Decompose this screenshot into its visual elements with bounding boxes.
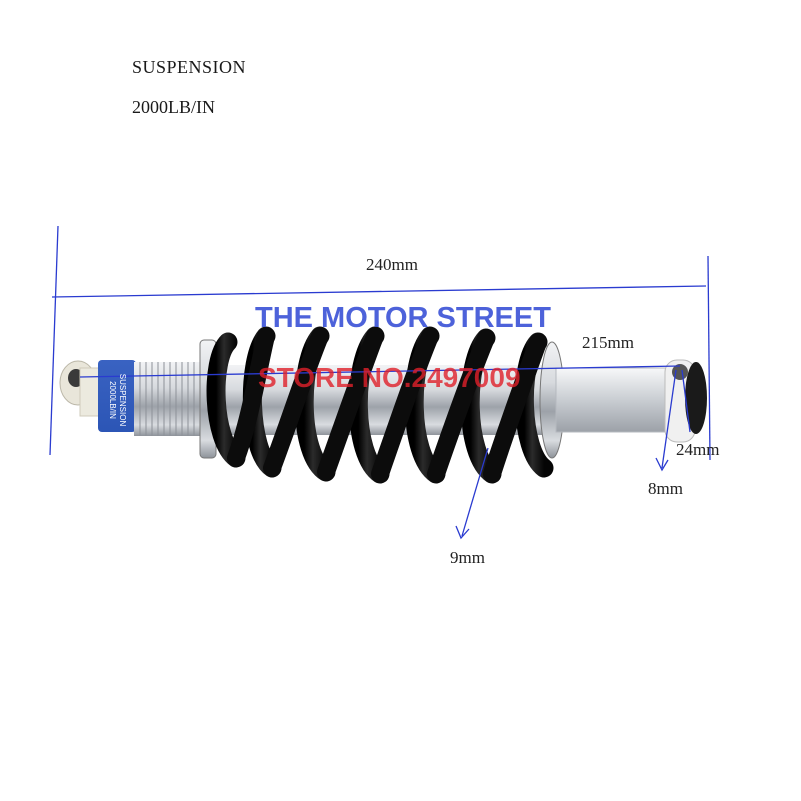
- dimension-215-line: [79, 365, 681, 378]
- dimension-215-label: 215mm: [582, 333, 634, 352]
- body-label-line2: 2000LB/IN: [108, 381, 117, 419]
- dimension-8-label: 8mm: [648, 479, 683, 498]
- spec-spring-rate: 2000LB/IN: [132, 97, 215, 117]
- left-eye-mount: [59, 360, 103, 417]
- threaded-body: [134, 362, 204, 436]
- dimension-240-line: [49, 225, 711, 461]
- watermark-store-name: THE MOTOR STREET: [255, 302, 551, 334]
- watermark-store-number: STORE NO.2497009: [258, 362, 521, 393]
- label-band: [98, 360, 136, 432]
- dimension-24-label: 24mm: [676, 440, 720, 459]
- dimension-9-arrow: [455, 447, 489, 540]
- dimension-9-label: 9mm: [450, 548, 485, 567]
- spec-title: SUSPENSION: [132, 57, 247, 77]
- lower-shaft: [555, 367, 681, 433]
- body-label: SUSPENSION 2000LB/IN: [100, 362, 134, 430]
- dimension-24-line: [681, 369, 691, 433]
- right-eye-mount: [664, 359, 707, 443]
- body-label-line1: SUSPENSION: [118, 373, 127, 427]
- coil-spring-front: [227, 327, 547, 483]
- dimension-240-label: 240mm: [366, 255, 418, 274]
- dimension-8-arrow: [655, 369, 677, 472]
